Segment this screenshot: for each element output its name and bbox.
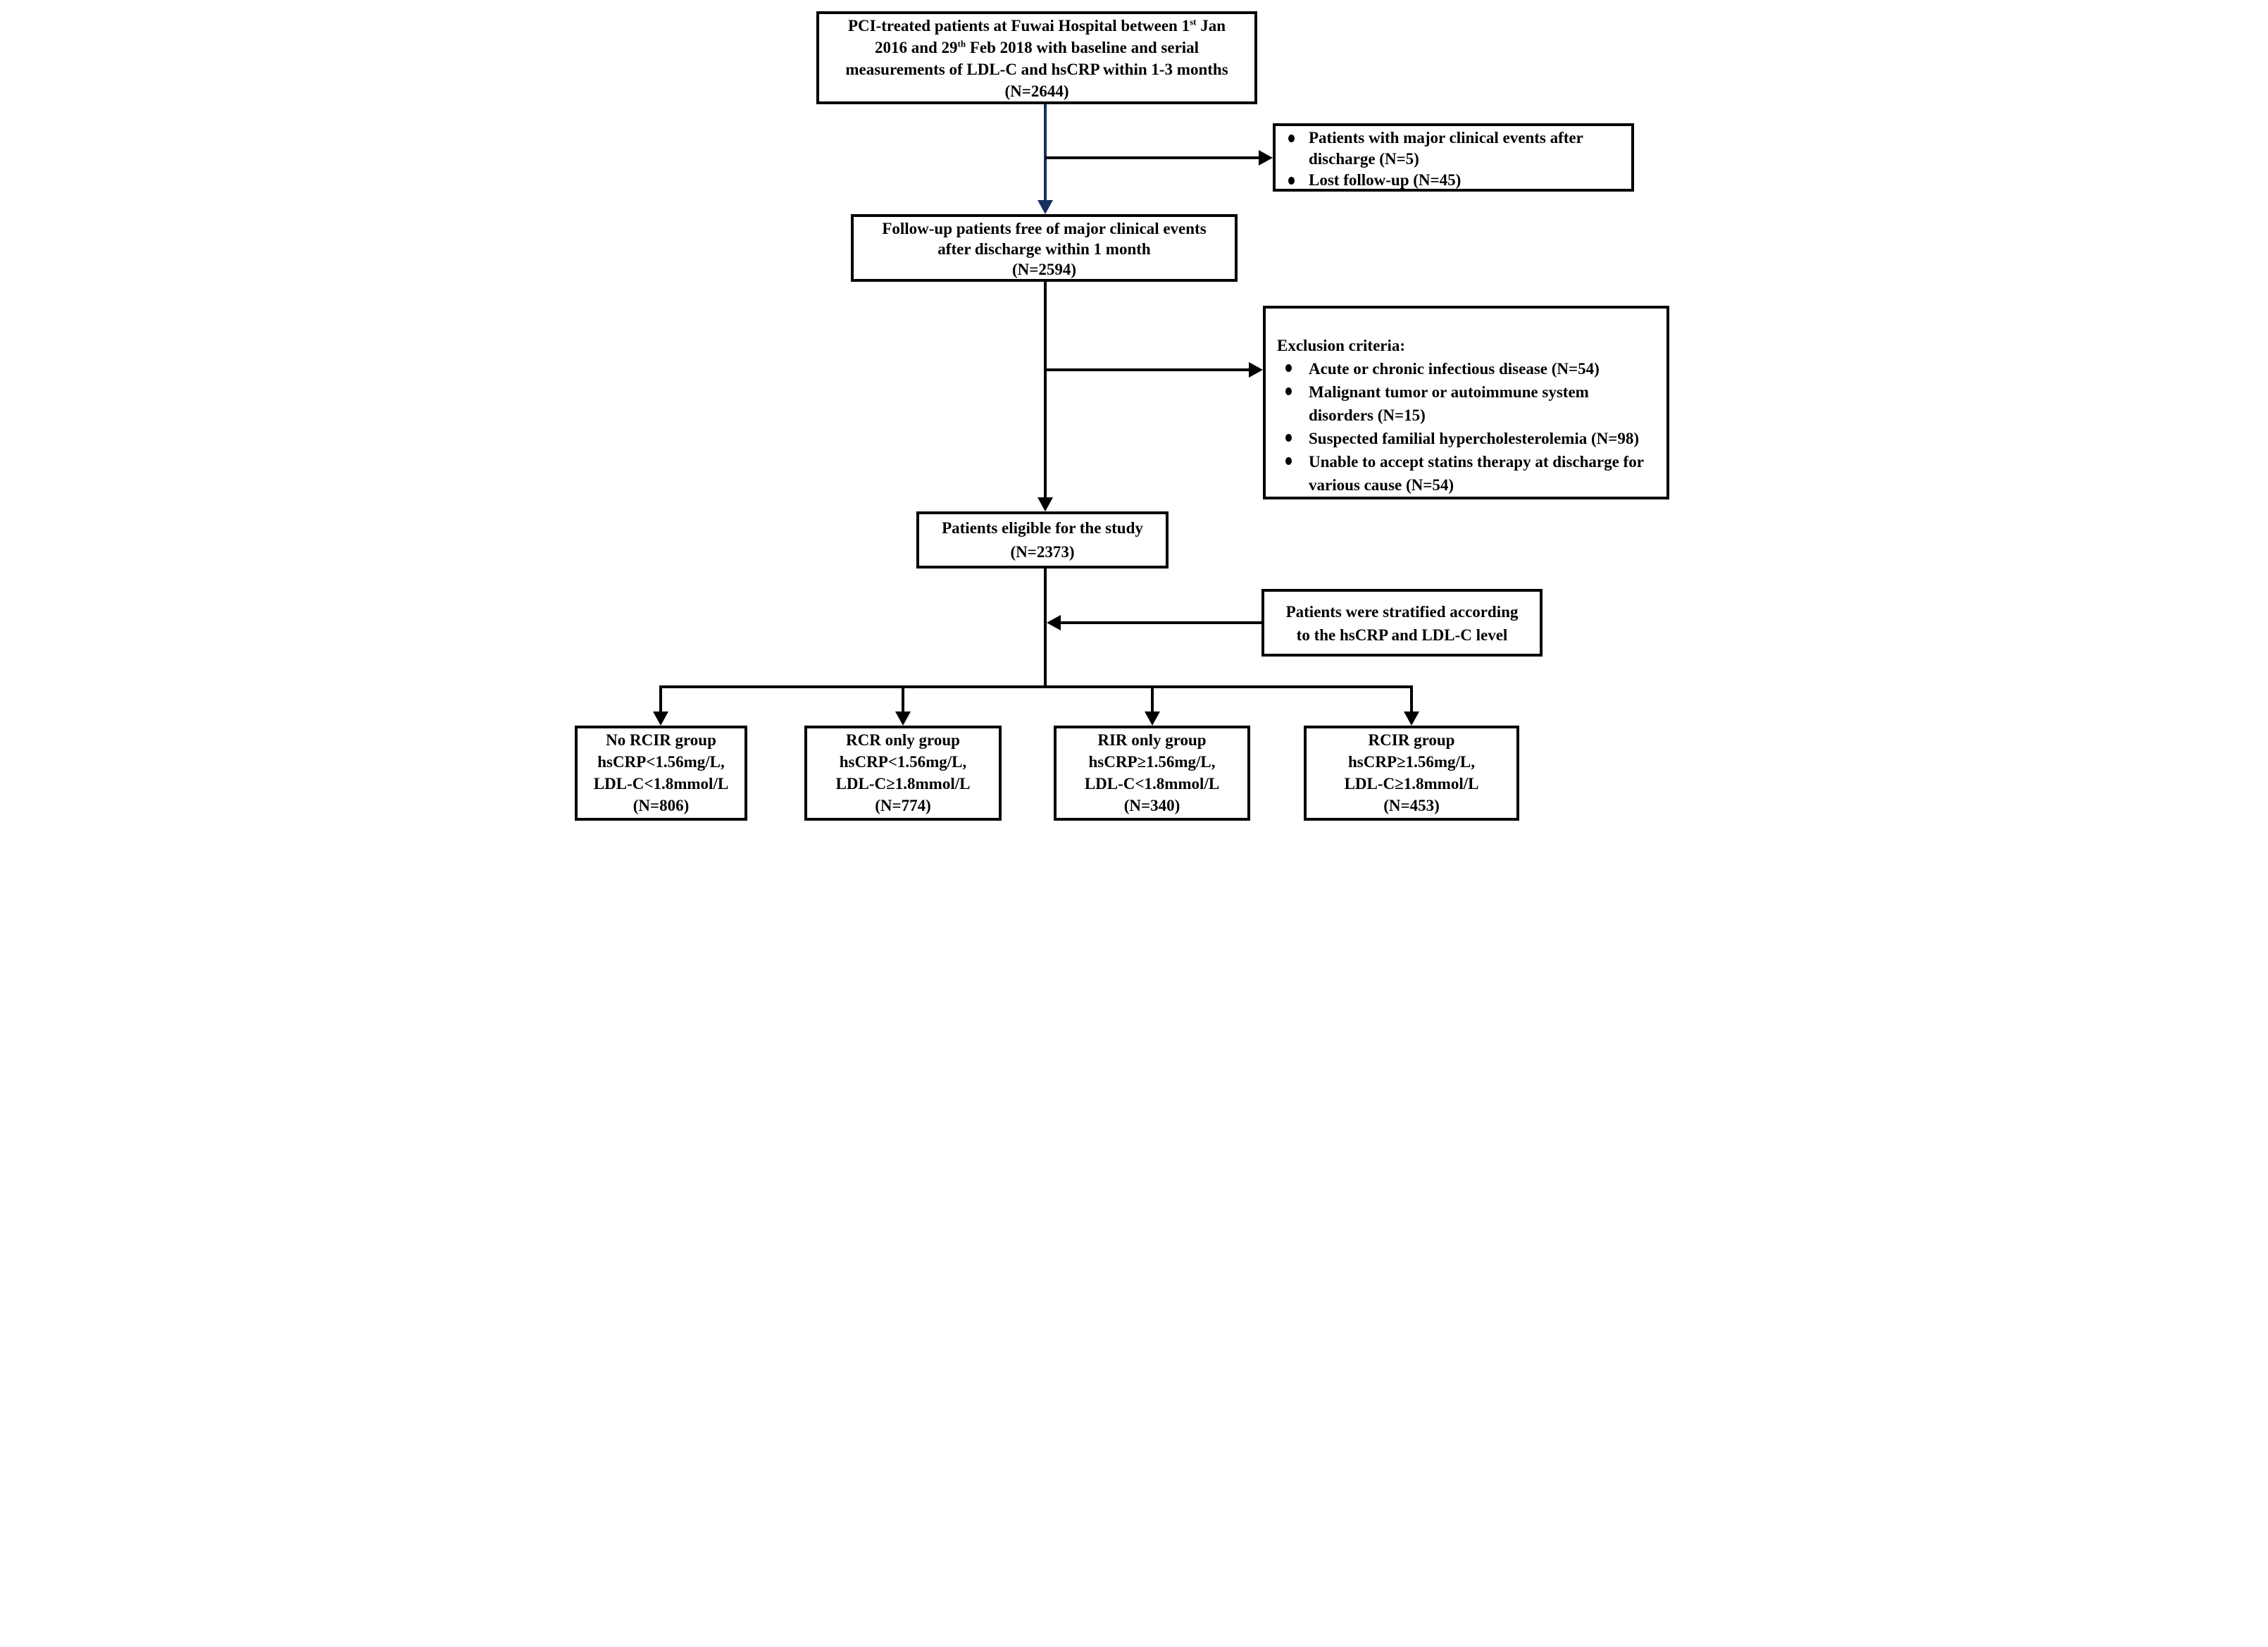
exclusion-item: Suspected familial hypercholesterolemia … xyxy=(1276,427,1661,450)
arrowhead-left-icon xyxy=(1047,615,1061,630)
bullet-icon xyxy=(1285,364,1292,372)
initial-line3: measurements of LDL-C and hsCRP within 1… xyxy=(845,61,1228,78)
box-early-exclusions: Patients with major clinical events afte… xyxy=(1273,123,1634,192)
bullet-icon xyxy=(1285,434,1292,442)
arrowhead-down-icon xyxy=(1038,497,1053,511)
arrowhead-right-icon xyxy=(1259,150,1273,166)
early-exclusion-text-1: Patients with major clinical events afte… xyxy=(1309,129,1583,168)
bullet-icon xyxy=(1288,177,1295,185)
study-flow-diagram: PCI-treated patients at Fuwai Hospital b… xyxy=(567,0,1701,824)
exclusion-text-2: Malignant tumor or autoimmune system dis… xyxy=(1309,383,1589,424)
group-rcir-text: RCIR group hsCRP≥1.56mg/L, LDL-C≥1.8mmol… xyxy=(1344,731,1479,814)
branch-distributor-line xyxy=(659,685,1413,688)
box-exclusion-criteria: Exclusion criteria: Acute or chronic inf… xyxy=(1263,306,1669,499)
early-exclusion-item: Patients with major clinical events afte… xyxy=(1285,128,1626,170)
box-stratified-note: Patients were stratified according to th… xyxy=(1261,589,1543,657)
initial-line1: PCI-treated patients at Fuwai Hospital b… xyxy=(847,17,1190,35)
connector-to-group-rir-only xyxy=(1151,687,1154,711)
box-group-rcr-only: RCR only group hsCRP<1.56mg/L, LDL-C≥1.8… xyxy=(804,726,1002,821)
exclusion-criteria-heading: Exclusion criteria: xyxy=(1277,337,1406,354)
connector-to-group-rcir xyxy=(1410,687,1413,711)
initial-cohort-text: PCI-treated patients at Fuwai Hospital b… xyxy=(845,16,1228,100)
exclusion-item: Unable to accept statins therapy at disc… xyxy=(1276,450,1661,497)
arrowhead-right-icon xyxy=(1249,362,1263,378)
connector-stratified-to-spine xyxy=(1061,621,1261,624)
box-group-rir-only: RIR only group hsCRP≥1.56mg/L, LDL-C<1.8… xyxy=(1054,726,1250,821)
connector-initial-to-followup xyxy=(1044,104,1047,200)
group-rcr-only-text: RCR only group hsCRP<1.56mg/L, LDL-C≥1.8… xyxy=(835,731,971,814)
initial-line2: 2016 and 29 xyxy=(874,39,958,56)
bullet-icon xyxy=(1288,135,1295,142)
exclusion-text-1: Acute or chronic infectious disease (N=5… xyxy=(1309,360,1600,378)
superscript-st: st xyxy=(1190,16,1197,27)
initial-n-count: (N=2644) xyxy=(1004,82,1069,100)
exclusion-item: Malignant tumor or autoimmune system dis… xyxy=(1276,380,1661,427)
connector-to-group-no-rcir xyxy=(659,687,662,711)
box-eligible-patients: Patients eligible for the study (N=2373) xyxy=(916,511,1169,568)
early-exclusion-text-2: Lost follow-up (N=45) xyxy=(1309,171,1462,189)
early-exclusion-item: Lost follow-up (N=45) xyxy=(1285,170,1626,191)
arrowhead-down-icon xyxy=(895,711,911,726)
box-initial-cohort: PCI-treated patients at Fuwai Hospital b… xyxy=(816,11,1257,104)
arrowhead-down-icon xyxy=(1145,711,1160,726)
connector-to-group-rcr-only xyxy=(902,687,904,711)
arrowhead-down-navy-icon xyxy=(1038,200,1053,214)
arrowhead-down-icon xyxy=(653,711,668,726)
connector-to-exclusion-criteria xyxy=(1045,368,1249,371)
exclusion-item: Acute or chronic infectious disease (N=5… xyxy=(1276,357,1661,380)
bullet-icon xyxy=(1285,457,1292,465)
bullet-icon xyxy=(1285,387,1292,395)
box-followup-patients: Follow-up patients free of major clinica… xyxy=(851,214,1238,282)
stratified-text: Patients were stratified according to th… xyxy=(1285,603,1519,644)
group-no-rcir-text: No RCIR group hsCRP<1.56mg/L, LDL-C<1.8m… xyxy=(593,731,729,814)
eligible-text: Patients eligible for the study (N=2373) xyxy=(942,519,1143,561)
connector-eligible-to-branches xyxy=(1044,568,1047,688)
superscript-th: th xyxy=(957,38,966,49)
box-group-no-rcir: No RCIR group hsCRP<1.56mg/L, LDL-C<1.8m… xyxy=(575,726,747,821)
followup-text: Follow-up patients free of major clinica… xyxy=(882,220,1207,278)
connector-followup-to-eligible xyxy=(1044,282,1047,497)
arrowhead-down-icon xyxy=(1404,711,1419,726)
connector-to-early-exclusions xyxy=(1045,156,1259,159)
exclusion-text-4: Unable to accept statins therapy at disc… xyxy=(1309,453,1644,494)
exclusion-text-3: Suspected familial hypercholesterolemia … xyxy=(1309,430,1640,447)
group-rir-only-text: RIR only group hsCRP≥1.56mg/L, LDL-C<1.8… xyxy=(1084,731,1220,814)
box-group-rcir: RCIR group hsCRP≥1.56mg/L, LDL-C≥1.8mmol… xyxy=(1304,726,1519,821)
